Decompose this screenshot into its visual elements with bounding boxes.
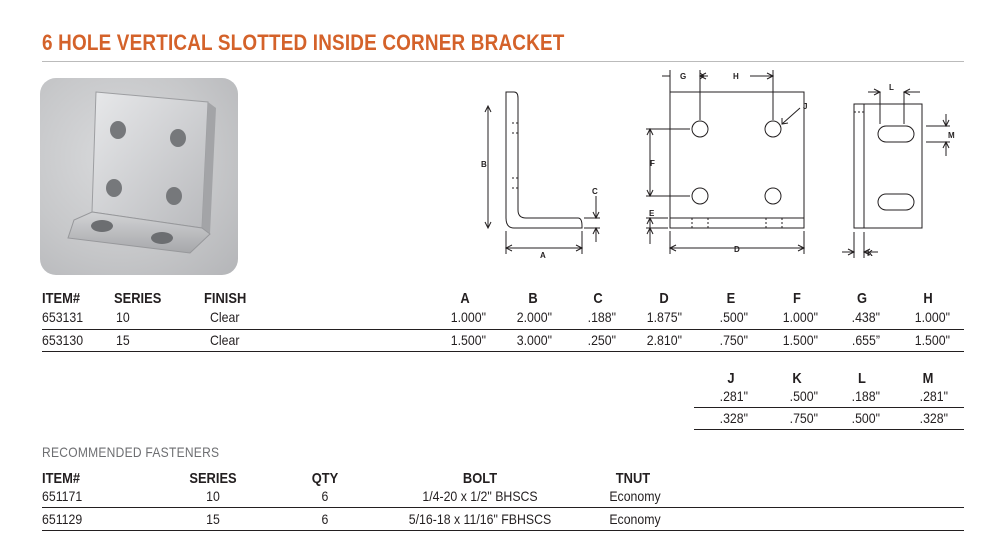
dimension-label-d: D xyxy=(734,245,740,254)
header-series: SERIES xyxy=(189,470,237,487)
header-c: C xyxy=(593,290,603,307)
header-series: SERIES xyxy=(114,290,162,307)
page-title: 6 HOLE VERTICAL SLOTTED INSIDE CORNER BR… xyxy=(42,30,565,55)
row-divider xyxy=(42,530,964,531)
cell-g: .438" xyxy=(851,309,880,325)
cell-l: .188" xyxy=(851,388,880,404)
cell-b: 3.000" xyxy=(516,332,552,348)
cell-f: 1.000" xyxy=(782,309,818,325)
header-l: L xyxy=(858,370,866,387)
cell-m: .328" xyxy=(919,410,948,426)
cell-h: 1.500" xyxy=(914,332,950,348)
cell-k: .500" xyxy=(789,388,818,404)
bracket-render-image xyxy=(67,91,216,254)
cell-bolt: 1/4-20 x 1/2" BHSCS xyxy=(422,488,538,504)
dimension-label-j: J xyxy=(803,102,807,111)
dimension-label-f: F xyxy=(650,159,655,168)
cell-bolt: 5/16-18 x 11/16" FBHSCS xyxy=(408,511,552,527)
cell-a: 1.500" xyxy=(450,332,486,348)
header-k: K xyxy=(792,370,802,387)
header-d: D xyxy=(659,290,669,307)
header-item: ITEM# xyxy=(42,470,81,487)
cell-c: .188" xyxy=(587,309,616,325)
header-g: G xyxy=(856,290,868,307)
cell-tnut: Economy xyxy=(609,511,661,527)
cell-finish: Clear xyxy=(210,332,240,348)
dimension-label-k: K xyxy=(867,249,873,258)
header-m: M xyxy=(922,370,934,387)
row-divider xyxy=(694,407,964,408)
cell-m: .281" xyxy=(919,388,948,404)
product-photo xyxy=(40,78,238,275)
cell-l: .500" xyxy=(851,410,880,426)
header-b: B xyxy=(528,290,538,307)
cell-finish: Clear xyxy=(210,309,240,325)
cell-g: .655” xyxy=(851,332,880,348)
cell-j: .281" xyxy=(719,388,748,404)
dimension-label-c: C xyxy=(592,187,598,196)
cell-series: 15 xyxy=(116,332,130,348)
cell-item: 651129 xyxy=(42,511,83,527)
dimension-label-g: G xyxy=(680,72,686,81)
header-item: ITEM# xyxy=(42,290,81,307)
dimension-label-a: A xyxy=(540,251,546,260)
header-h: H xyxy=(923,290,933,307)
cell-qty: 6 xyxy=(321,511,329,527)
header-finish: FINISH xyxy=(204,290,247,307)
header-qty: QTY xyxy=(311,470,339,487)
row-divider xyxy=(42,507,964,508)
cell-c: .250" xyxy=(587,332,616,348)
cell-item: 651171 xyxy=(42,488,83,504)
cell-series: 15 xyxy=(206,511,220,527)
cell-item: 653131 xyxy=(42,309,84,325)
row-divider xyxy=(42,351,964,352)
technical-drawing: B A C G H J F E D L M K xyxy=(481,70,955,260)
header-e: E xyxy=(726,290,736,307)
header-j: J xyxy=(727,370,735,387)
row-divider xyxy=(42,329,964,330)
cell-series: 10 xyxy=(116,309,130,325)
cell-d: 1.875" xyxy=(646,309,682,325)
fasteners-heading: RECOMMENDED FASTENERS xyxy=(42,444,220,460)
cell-a: 1.000" xyxy=(450,309,486,325)
cell-series: 10 xyxy=(206,488,220,504)
title-divider xyxy=(42,61,964,62)
header-a: A xyxy=(460,290,470,307)
cell-qty: 6 xyxy=(321,488,329,504)
header-tnut: TNUT xyxy=(615,470,651,487)
header-bolt: BOLT xyxy=(462,470,498,487)
cell-e: .500" xyxy=(719,309,748,325)
dimension-label-l: L xyxy=(889,83,894,92)
cell-h: 1.000" xyxy=(914,309,950,325)
cell-b: 2.000" xyxy=(516,309,552,325)
dimension-label-e: E xyxy=(649,209,655,218)
row-divider xyxy=(694,429,964,430)
dimension-label-h: H xyxy=(733,72,739,81)
cell-f: 1.500" xyxy=(782,332,818,348)
dimension-label-m: M xyxy=(948,131,955,140)
cell-j: .328" xyxy=(719,410,748,426)
cell-tnut: Economy xyxy=(609,488,661,504)
cell-d: 2.810" xyxy=(646,332,682,348)
header-f: F xyxy=(793,290,801,307)
dimension-label-b: B xyxy=(481,160,487,169)
cell-item: 653130 xyxy=(42,332,84,348)
cell-k: .750" xyxy=(789,410,818,426)
cell-e: .750" xyxy=(719,332,748,348)
